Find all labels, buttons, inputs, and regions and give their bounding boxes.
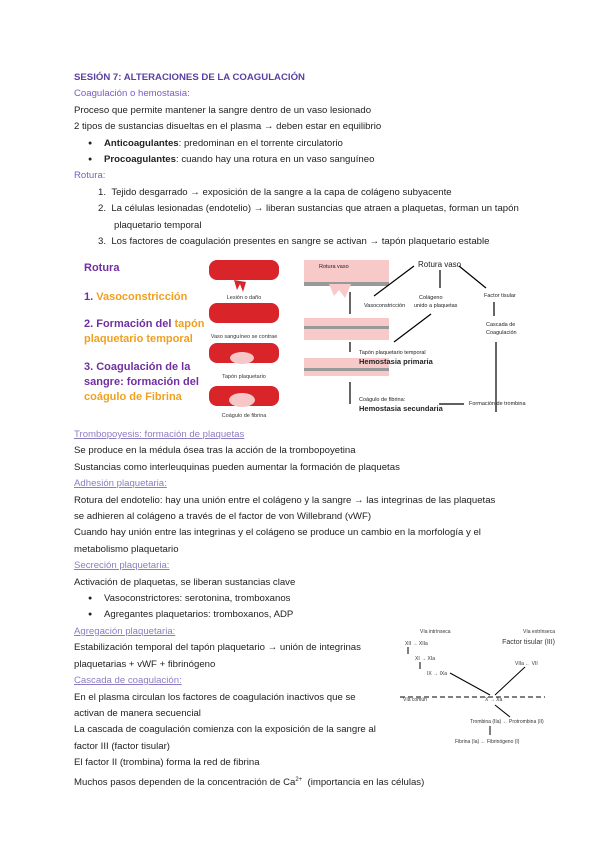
panel-label: Rotura vaso — [319, 264, 349, 270]
vessel-illustrations — [209, 260, 279, 407]
text-line: 2 tipos de sustancias disueltas en el pl… — [74, 121, 382, 133]
intro-section: SESIÓN 7: ALTERACIONES DE LA COAGULACIÓN… — [74, 70, 534, 250]
text-line: Se produce en la médula ósea tras la acc… — [74, 445, 356, 457]
text-line: Rotura del endotelio: hay una unión entr… — [74, 494, 496, 506]
heading-trombopoyesis: Trombopoyesis: formación de plaquetas — [74, 429, 245, 440]
text-line: factor III (factor tisular) — [74, 740, 170, 752]
flow-vasoconstriccion: Vasoconstricción — [364, 303, 405, 309]
bullet-procoagulantes: Procoagulantes: cuando hay una rotura en… — [74, 152, 534, 169]
flow-rotura-vaso: Rotura vaso — [418, 260, 462, 269]
bullet: Agregantes plaquetarios: tromboxanos, AD… — [74, 607, 534, 624]
figure-title: Rotura — [84, 262, 120, 274]
vessel-damaged — [209, 260, 279, 280]
flow-arrows — [349, 265, 497, 412]
bold-term: Anticoagulantes — [104, 137, 179, 149]
cascade-x: X → Xa — [485, 697, 502, 703]
cascade-comun: Vía común — [403, 697, 427, 703]
flow-factor-tisular: Factor tisular — [484, 293, 516, 299]
figure-step-2-cont: plaquetario temporal — [84, 333, 193, 345]
cascade-xii: XII → XIIa — [405, 641, 428, 647]
flow-cascada-2: Coagulación — [486, 330, 517, 336]
cascade-vii: VIIa ← VII — [515, 661, 538, 667]
cascade-fibrina: Fibrina (Ia) ← Fibrinógeno (I) — [455, 739, 520, 745]
figure-step-1: 1. Vasoconstricción — [84, 291, 188, 303]
bullet-text: : cuando hay una rotura en un vaso sangu… — [175, 154, 375, 166]
bullet-anticoagulantes: Anticoagulantes: predominan en el torren… — [74, 136, 534, 153]
text-line: activan de manera secuencial — [74, 707, 201, 719]
flow-colageno: Colágeno — [419, 295, 443, 301]
body-sections: Trombopoyesis: formación de plaquetas Se… — [74, 427, 534, 791]
heading-coagulacion: Coagulación o hemostasia: — [74, 88, 190, 100]
bold-term: Procoagulantes — [104, 154, 176, 166]
list-item-text: La células lesionadas (endotelio) → libe… — [111, 203, 519, 231]
cascade-factor-tisular: Factor tisular (III) — [502, 639, 555, 646]
text-line: Activación de plaquetas, se liberan sust… — [74, 576, 296, 588]
text-line: En el plasma circulan los factores de co… — [74, 691, 356, 703]
rotura-figure-graphic: Rotura 1. Vasoconstricción 2. Formación … — [84, 260, 526, 419]
text-line: Estabilización temporal del tapón plaque… — [74, 642, 361, 654]
cascade-arrows — [400, 647, 545, 735]
text-line: se adhieren al colágeno a través de el f… — [74, 511, 372, 523]
vessel-label: Coágulo de fibrina — [222, 413, 268, 419]
flow-cascada: Cascada de — [486, 322, 515, 328]
endothelium-panels — [304, 260, 389, 376]
bullet-text: : predominan en el torrente circulatorio — [178, 137, 343, 149]
list-item: 2. La células lesionadas (endotelio) → l… — [98, 203, 519, 231]
cascade-intrinseca: Vía intrínseca — [420, 629, 451, 635]
text-line: El factor II (trombina) forma la red de … — [74, 757, 260, 769]
text: Muchos pasos dependen de la concentració… — [74, 776, 296, 788]
cascade-extrinseca: Vía extrínseca — [523, 629, 555, 635]
figure-step-2: 2. Formación del tapón — [84, 318, 205, 330]
figure-step-3: 3. Coagulación de la — [84, 361, 191, 373]
flow-hemostasia-primaria: Hemostasia primaria — [359, 357, 434, 366]
figure-step-3-end: coágulo de Fibrina — [84, 391, 183, 403]
cascade-xi: XI → XIa — [415, 656, 435, 662]
superscript: 2+ — [295, 776, 303, 783]
list-item: 3. Los factores de coagulación presentes… — [98, 236, 490, 248]
text-line: Sustancias como interleuquinas pueden au… — [74, 461, 400, 473]
rotura-figure: Rotura 1. Vasoconstricción 2. Formación … — [74, 254, 536, 424]
heading-cascada: Cascada de coagulación: — [74, 675, 182, 687]
bullet: Vasoconstrictores: serotonina, tromboxan… — [74, 591, 534, 608]
page-title: SESIÓN 7: ALTERACIONES DE LA COAGULACIÓN — [74, 72, 305, 83]
vessel-label: Tapón plaquetario — [222, 374, 266, 380]
list-item-text: Tejido desgarrado → exposición de la san… — [111, 186, 452, 198]
heading-rotura: Rotura: — [74, 170, 106, 182]
coagulation-cascade-diagram: Vía intrínseca Vía extrínseca Factor tis… — [400, 629, 555, 745]
flow-coagulo: Coágulo de fibrina: — [359, 397, 406, 403]
text-line-calcium: Muchos pasos dependen de la concentració… — [74, 772, 534, 792]
text-line: metabolismo plaquetario — [74, 543, 179, 555]
vessel-label: Vaso sanguíneo se contrae — [211, 334, 278, 340]
cascade-trombina: Trombina (IIa) ← Protrombina (II) — [470, 719, 544, 725]
heading-secrecion: Secreción plaquetaria: — [74, 560, 170, 572]
text-line: Proceso que permite mantener la sangre d… — [74, 104, 372, 116]
text-line: Cuando hay unión entre las integrinas y … — [74, 527, 481, 539]
list-item: 1. Tejido desgarrado → exposición de la … — [98, 186, 452, 198]
cascade-ix: IX → IXa — [427, 671, 447, 677]
figure-step-3-cont: sangre: formación del — [84, 376, 199, 388]
list-item-text: Los factores de coagulación presentes en… — [111, 236, 490, 248]
text: (importancia en las células) — [302, 776, 425, 788]
vessel-label: Lesión o daño — [227, 295, 262, 301]
vessel-contracted — [209, 303, 279, 323]
heading-agregacion: Agregación plaquetaria: — [74, 625, 176, 637]
flow-tapon: Tapón plaquetario temporal — [359, 350, 426, 356]
flow-colageno-2: unido a plaquetas — [414, 303, 458, 309]
text-line: plaquetarias + vWF + fibrinógeno — [74, 658, 216, 670]
heading-adhesion: Adhesión plaquetaria: — [74, 478, 167, 490]
flow-hemostasia-secundaria: Hemostasia secundaria — [359, 404, 444, 413]
flow-trombina: Formación de trombina — [469, 401, 526, 407]
text-line: La cascada de coagulación comienza con l… — [74, 724, 376, 736]
